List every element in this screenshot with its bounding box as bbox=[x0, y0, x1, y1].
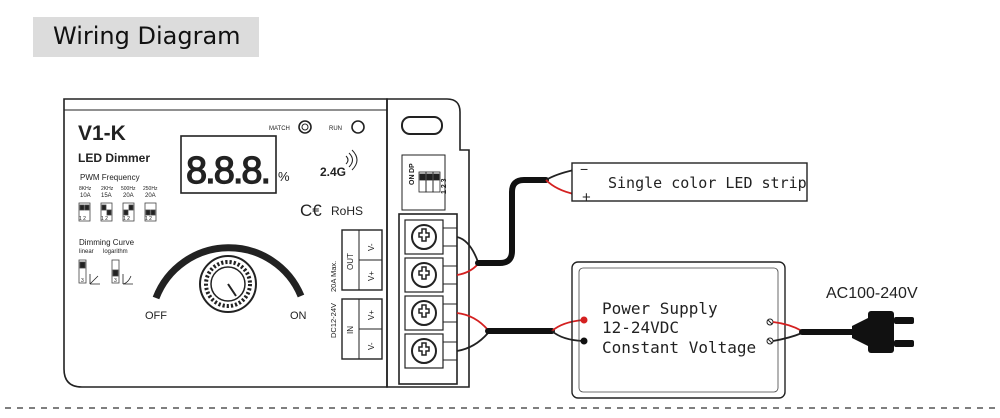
pwm-freq-1: 8KHz bbox=[79, 186, 92, 192]
ac-plug-icon bbox=[852, 311, 914, 353]
pwm-dip-numbers-3: 1 2 bbox=[123, 216, 130, 222]
ac-cable bbox=[772, 321, 855, 342]
terminal-screw-2 bbox=[404, 257, 444, 293]
in-vplus-label: V+ bbox=[367, 310, 376, 320]
terminal-labels bbox=[341, 229, 383, 360]
curve-dip-log bbox=[111, 259, 120, 284]
terminal-block bbox=[398, 213, 458, 385]
pwm-dip-numbers-1: 1 2 bbox=[79, 216, 86, 222]
led-strip-box bbox=[571, 162, 808, 202]
curve-log-label: logarithm bbox=[103, 249, 128, 255]
curve-dip-switches bbox=[78, 259, 133, 285]
match-button bbox=[298, 120, 312, 134]
side-dip-switch bbox=[418, 171, 441, 193]
knob-arc bbox=[152, 244, 305, 300]
rating-in-label: DC12-24V bbox=[329, 303, 338, 338]
psu-line-1: Power Supply bbox=[602, 299, 718, 318]
controller-outline bbox=[63, 98, 388, 388]
out-label: OUT bbox=[346, 253, 355, 270]
percent-sign: % bbox=[278, 169, 290, 184]
device-type: LED Dimmer bbox=[78, 151, 150, 165]
mount-slot bbox=[401, 116, 443, 135]
side-dip-dp: DP bbox=[409, 163, 416, 173]
rating-out-label: 20A Max. bbox=[329, 261, 338, 292]
pwm-freq-4: 250Hz bbox=[143, 186, 158, 192]
model-name: V1-K bbox=[78, 122, 126, 145]
pwm-freq-2: 2KHz bbox=[101, 186, 114, 192]
pwm-freq-3: 500Hz bbox=[121, 186, 136, 192]
pwm-dip-1 bbox=[78, 202, 91, 222]
knob-on-label: ON bbox=[290, 310, 307, 322]
dimmer-controller bbox=[63, 98, 470, 388]
input-cable bbox=[456, 312, 584, 352]
pwm-dip-4 bbox=[144, 202, 157, 222]
pwm-title: PWM Frequency bbox=[80, 173, 140, 182]
curve-title: Dimming Curve bbox=[79, 238, 135, 247]
curve-linear-label: linear bbox=[79, 249, 94, 255]
curve-dip-number-1: 3 bbox=[81, 278, 84, 284]
run-label: RUN bbox=[329, 126, 342, 132]
match-button-center bbox=[301, 123, 309, 131]
pwm-dip-switches bbox=[78, 202, 157, 222]
terminal-screw-3 bbox=[404, 295, 444, 331]
ac-voltage-label: AC100-240V bbox=[826, 285, 918, 302]
pwm-dip-2 bbox=[100, 202, 113, 222]
out-vplus-label: V+ bbox=[367, 271, 376, 281]
psu-line-2: 12-24VDC bbox=[602, 318, 679, 337]
pwm-amp-2: 15A bbox=[101, 193, 112, 199]
pwm-dip-numbers-2: 1 2 bbox=[101, 216, 108, 222]
output-cable bbox=[456, 169, 575, 276]
pwm-dip-numbers-4: 1 2 bbox=[145, 216, 152, 222]
dimming-knob[interactable] bbox=[199, 255, 257, 313]
terminal-panel-outline bbox=[386, 98, 470, 388]
terminal-screw-1 bbox=[404, 219, 444, 255]
power-supply-inner bbox=[578, 267, 779, 393]
psu-positive-terminal bbox=[580, 316, 588, 324]
in-label: IN bbox=[346, 326, 355, 334]
curve-dip-number-2: 3 bbox=[114, 278, 117, 284]
diagram-title: Wiring Diagram bbox=[53, 22, 241, 50]
title-box: Wiring Diagram bbox=[33, 17, 259, 57]
side-dip-box bbox=[401, 154, 446, 211]
curve-dip-linear bbox=[78, 259, 87, 284]
ce-mark: C€ bbox=[300, 201, 322, 220]
strip-plus-sign: + bbox=[582, 189, 591, 206]
led-display bbox=[180, 135, 277, 194]
pwm-options: 8KHz 10A 2KHz 15A 500Hz 20A 250Hz 20A bbox=[79, 186, 158, 199]
pwm-amp-1: 10A bbox=[80, 193, 91, 199]
strip-minus-sign: − bbox=[580, 161, 588, 177]
display-digits: 8.8.8. bbox=[186, 150, 269, 192]
psu-negative-terminal bbox=[580, 337, 588, 345]
ac-terminals bbox=[766, 318, 774, 345]
knob-pointer bbox=[227, 283, 237, 297]
terminal-screws bbox=[404, 219, 457, 369]
side-dip-on: ON bbox=[409, 175, 416, 186]
wireless-label: 2.4G bbox=[320, 165, 346, 179]
led-strip-label: Single color LED strip bbox=[608, 174, 807, 192]
wifi-icon bbox=[345, 149, 358, 171]
side-dip-numbers: 1 2 3 bbox=[441, 178, 448, 194]
out-vminus-label: V- bbox=[367, 243, 376, 251]
pwm-dip-3 bbox=[122, 202, 135, 222]
knob-off-label: OFF bbox=[145, 310, 167, 322]
terminal-screw-4 bbox=[404, 333, 444, 369]
run-indicator bbox=[351, 120, 365, 134]
pwm-amp-3: 20A bbox=[123, 193, 134, 199]
log-curve-icon bbox=[122, 274, 133, 285]
rohs-label: RoHS bbox=[331, 204, 363, 218]
pwm-amp-4: 20A bbox=[145, 193, 156, 199]
match-label: MATCH bbox=[269, 126, 290, 132]
linear-curve-icon bbox=[89, 274, 100, 285]
power-supply-box bbox=[571, 261, 786, 399]
psu-line-3: Constant Voltage bbox=[602, 338, 756, 357]
in-vminus-label: V- bbox=[367, 342, 376, 350]
